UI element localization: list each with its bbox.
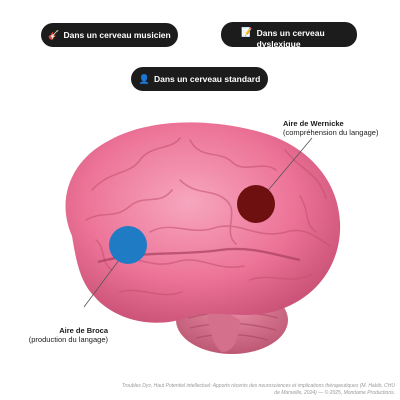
standard-brain-button[interactable]: 👤 Dans un cerveau standard — [131, 67, 268, 91]
cerebrum — [65, 122, 341, 323]
dyslexique-button-label: Dans un cerveau dyslexique — [256, 28, 325, 47]
broca-label: Aire de Broca (production du langage) — [20, 326, 108, 344]
wernicke-title: Aire de Wernicke — [283, 119, 344, 128]
wernicke-label: Aire de Wernicke (compréhension du langa… — [283, 119, 378, 137]
dyslexique-brain-button[interactable]: 📝 Dans un cerveau dyslexique — [221, 22, 357, 47]
broca-area-marker[interactable] — [109, 226, 147, 264]
standard-button-label: Dans un cerveau standard — [153, 74, 261, 84]
book-icon: 📝 — [241, 27, 253, 37]
wernicke-leader-line — [259, 137, 313, 201]
wernicke-description: (compréhension du langage) — [283, 128, 379, 137]
musicien-button-label: Dans un cerveau musicien — [63, 30, 171, 40]
guitar-icon: 🎸 — [48, 29, 60, 40]
musicien-brain-button[interactable]: 🎸 Dans un cerveau musicien — [41, 23, 178, 47]
credits-text: Troubles Dys, Haut Potentiel intellectue… — [121, 383, 395, 396]
brain-illustration — [65, 122, 341, 354]
broca-title: Aire de Broca — [59, 326, 108, 335]
person-icon: 👤 — [138, 73, 150, 84]
wernicke-area-marker[interactable] — [237, 185, 275, 223]
broca-description: (production du langage) — [28, 335, 108, 344]
